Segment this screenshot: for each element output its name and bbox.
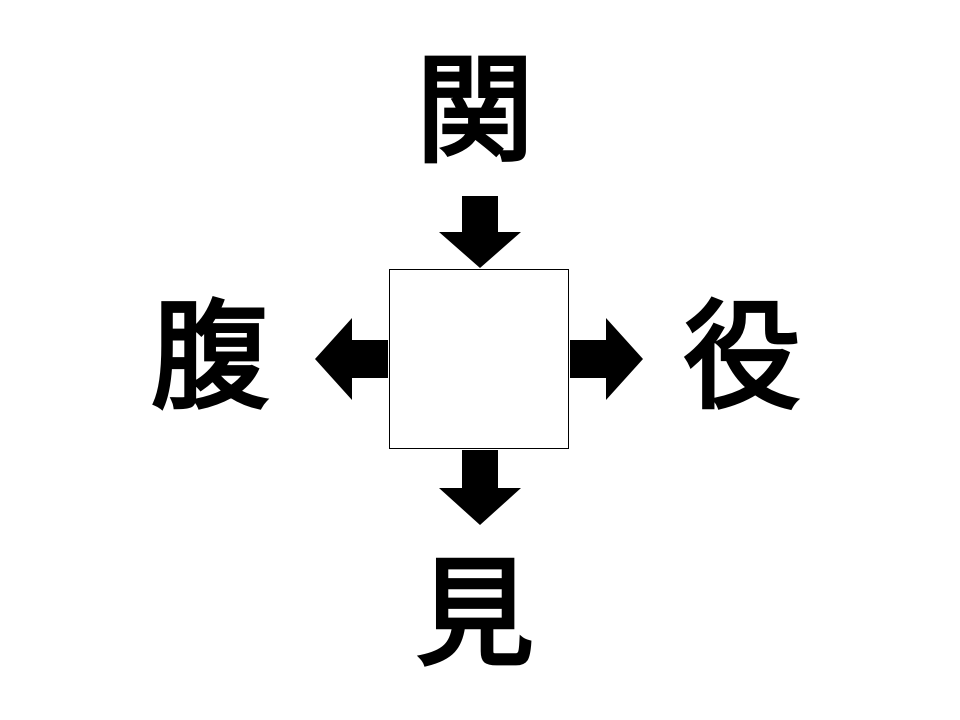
kanji-right: 役: [682, 288, 801, 426]
kanji-bottom: 見: [415, 545, 534, 683]
kanji-left: 腹: [150, 288, 269, 426]
answer-box[interactable]: [389, 269, 569, 449]
arrow-right-icon: [570, 318, 643, 400]
arrow-left-icon: [315, 318, 388, 400]
arrow-down-icon: [439, 450, 521, 525]
arrow-down-icon: [439, 196, 521, 268]
kanji-top: 関: [415, 42, 534, 180]
